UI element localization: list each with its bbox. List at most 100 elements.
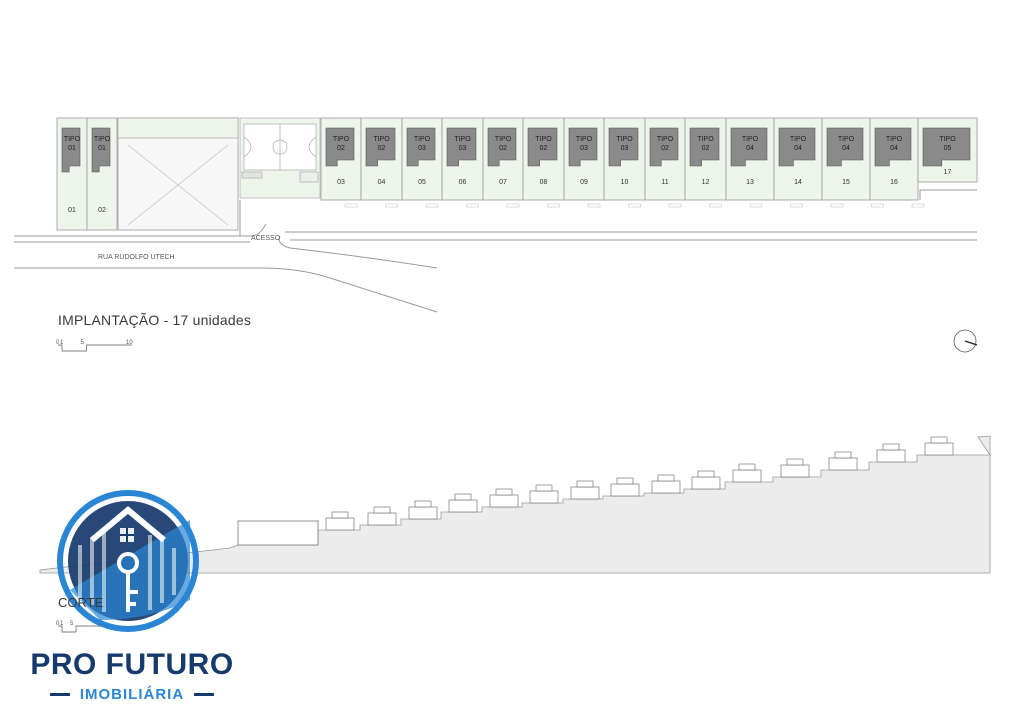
house-type-number: 02	[661, 145, 669, 152]
lot-number: 04	[378, 179, 386, 186]
scale-tick-label: 5	[70, 621, 74, 627]
house-footprint	[689, 127, 720, 167]
section-house	[489, 494, 519, 508]
brand-name: PRO FUTURO	[30, 648, 234, 681]
lot-number: 07	[499, 179, 507, 186]
house-type-label: TIPO	[838, 136, 855, 143]
lot-number: 10	[621, 179, 629, 186]
house-footprint	[91, 127, 111, 173]
lot-number: 05	[418, 179, 426, 186]
house-footprint	[608, 127, 639, 167]
lot-number: 17	[944, 169, 952, 176]
lot-number: 09	[580, 179, 588, 186]
section-house-upper	[373, 506, 391, 514]
section-house-upper	[834, 451, 852, 459]
house-type-label: TIPO	[373, 136, 390, 143]
plan-title: IMPLANTAÇÃO - 17 unidades	[58, 312, 252, 328]
section-house	[325, 517, 355, 531]
section-house-upper	[331, 511, 349, 519]
lot-number: 16	[890, 179, 898, 186]
house-type-number: 04	[890, 145, 898, 152]
house-type-label: TIPO	[414, 136, 431, 143]
lot-number: 15	[842, 179, 850, 186]
driveway-mark	[344, 203, 358, 208]
lots-layer: TIPO0101TIPO0102TIPO0203TIPO0204TIPO0305…	[56, 117, 978, 231]
lot-09: TIPO 03 09	[563, 117, 605, 201]
driveway-mark	[547, 203, 560, 208]
lot-10: TIPO 03 10	[603, 117, 646, 201]
scale-tick-label: 0	[56, 621, 60, 627]
section-house-upper	[576, 480, 594, 488]
house-footprint	[527, 127, 558, 167]
house-footprint	[649, 127, 679, 167]
section-house	[691, 476, 721, 490]
driveway-mark	[790, 203, 803, 208]
road-lines	[14, 189, 977, 313]
section-house-upper	[454, 493, 472, 501]
house-type-number: 03	[459, 145, 467, 152]
section-house-upper	[697, 470, 715, 478]
driveway-mark	[709, 203, 722, 208]
lot-number: 01	[68, 207, 76, 214]
section-house-upper	[657, 474, 675, 482]
driveway-mark	[385, 203, 398, 208]
lot-number: 11	[661, 179, 668, 186]
house-type-number: 02	[378, 145, 386, 152]
house-footprint	[446, 127, 477, 167]
driveway-mark	[466, 203, 479, 208]
house-type-label: TIPO	[886, 136, 903, 143]
scale-tick-label: 1	[60, 621, 64, 627]
house-type-label: TIPO	[454, 136, 471, 143]
section-house	[367, 512, 397, 526]
section-house	[570, 486, 600, 500]
lot-16: TIPO 04 16	[869, 117, 919, 201]
house-type-label: TIPO	[576, 136, 593, 143]
house-footprint	[487, 127, 517, 167]
driveway-mark	[425, 203, 439, 208]
access-label: ACESSO	[251, 235, 281, 242]
house-footprint	[61, 127, 81, 173]
scale-tick-label: 10	[126, 340, 133, 346]
house-type-label: TIPO	[742, 136, 759, 143]
house-type-label: TIPO	[616, 136, 633, 143]
lot-number: 08	[540, 179, 548, 186]
street-label: RUA RUDOLFO UTECH	[98, 254, 175, 261]
scale-tick-label: 5	[81, 340, 85, 346]
house-type-number: 02	[499, 145, 507, 152]
sports-court	[239, 117, 321, 199]
house-type-number: 04	[746, 145, 754, 152]
section-house	[876, 449, 906, 463]
section-house-upper	[930, 436, 948, 444]
house-type-number: 03	[580, 145, 588, 152]
section-title: CORTE	[58, 595, 104, 610]
brand-subtitle: IMOBILIÁRIA	[79, 686, 185, 703]
section-house	[651, 480, 681, 494]
driveway-mark	[506, 203, 520, 208]
scale-line	[58, 344, 132, 352]
house-footprint	[874, 127, 912, 167]
house-type-label: TIPO	[333, 136, 350, 143]
brand-divider-left	[49, 693, 70, 696]
house-type-label: TIPO	[535, 136, 552, 143]
section-garage	[237, 520, 319, 546]
lot-number: 06	[459, 179, 467, 186]
house-type-number: 04	[794, 145, 802, 152]
house-type-label: TIPO	[697, 136, 714, 143]
house-type-label: TIPO	[939, 136, 956, 143]
north-arrow-icon	[953, 329, 978, 353]
house-type-number: 03	[621, 145, 629, 152]
house-footprint	[826, 127, 864, 167]
section-house-upper	[535, 484, 553, 492]
house-type-label: TIPO	[657, 136, 674, 143]
house-type-number: 04	[842, 145, 850, 152]
